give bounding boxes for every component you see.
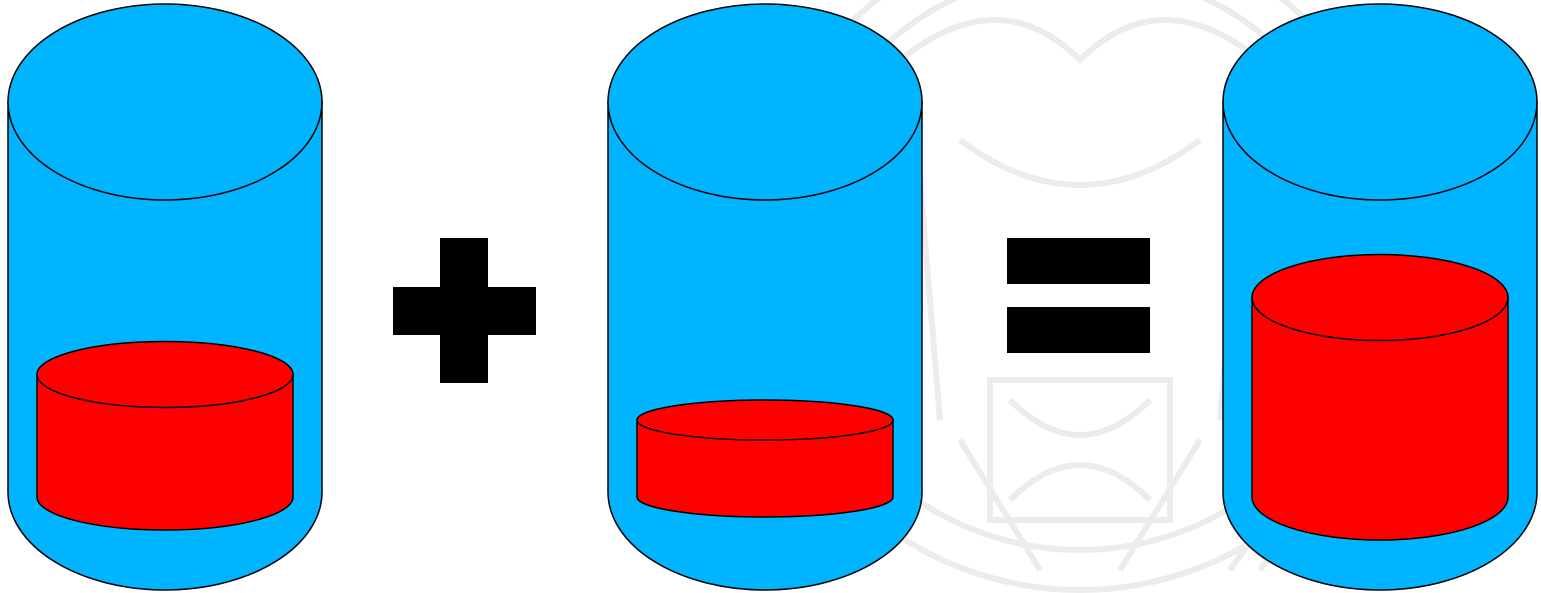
container-1-inner-top bbox=[37, 341, 293, 407]
container-3 bbox=[1223, 4, 1537, 590]
container-2-outer-top bbox=[608, 4, 922, 200]
container-3-inner-top bbox=[1252, 255, 1508, 341]
plus-icon bbox=[393, 238, 536, 383]
container-3-outer-top bbox=[1223, 4, 1537, 200]
equals-icon bbox=[1007, 238, 1150, 353]
container-1 bbox=[8, 4, 322, 590]
container-2 bbox=[608, 4, 922, 590]
equals-top-bar bbox=[1007, 238, 1150, 284]
diagram-items bbox=[8, 4, 1537, 590]
plus-horizontal-bar bbox=[393, 287, 536, 335]
container-1-outer-top bbox=[8, 4, 322, 200]
equals-bottom-bar bbox=[1007, 307, 1150, 353]
container-2-inner-top bbox=[637, 400, 893, 440]
